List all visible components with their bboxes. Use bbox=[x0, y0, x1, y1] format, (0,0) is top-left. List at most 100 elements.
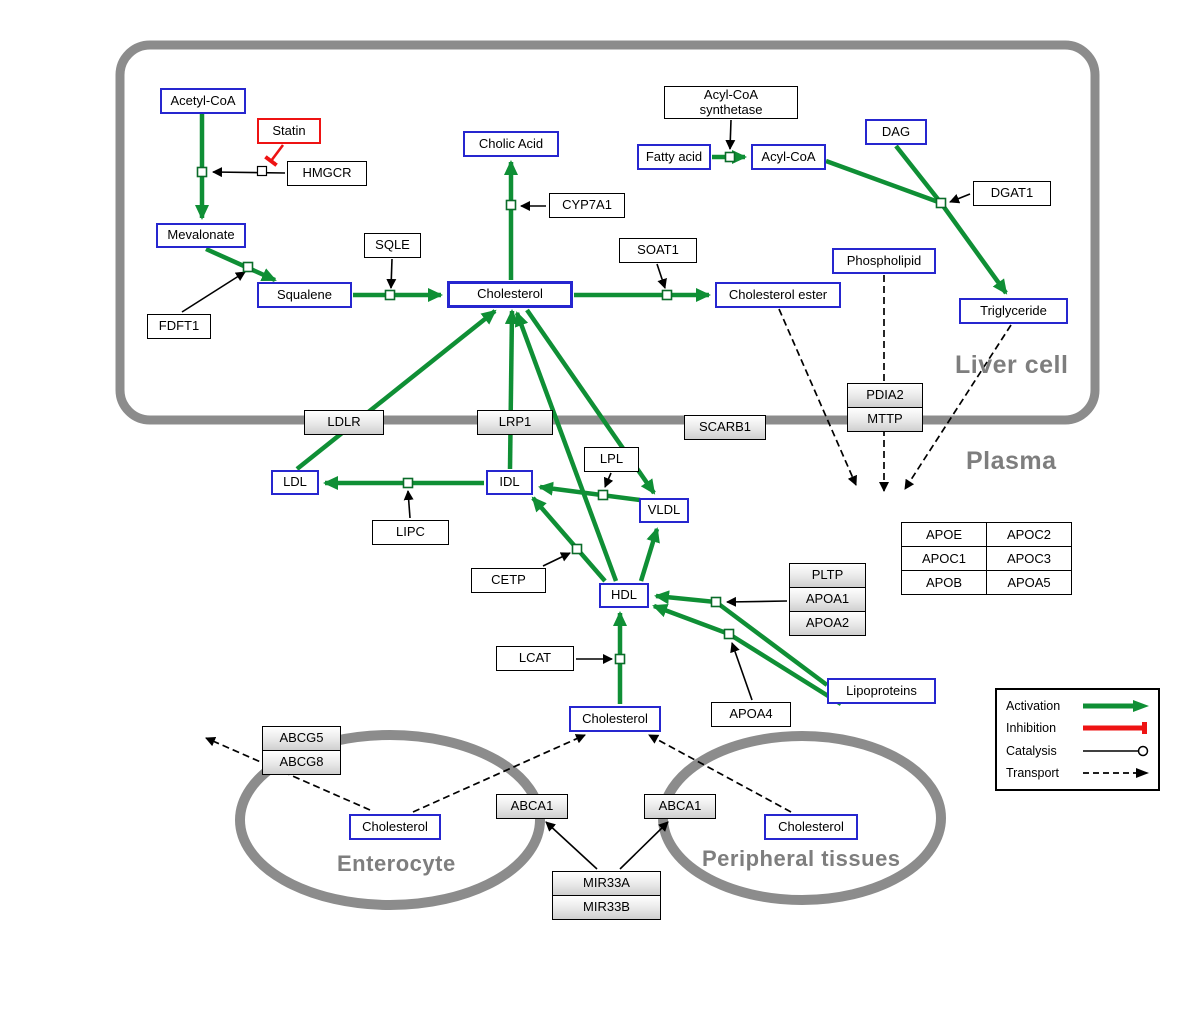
apo-table-cell-apoc1[interactable]: APOC1 bbox=[901, 546, 987, 571]
legend-row-catalysis: Catalysis bbox=[1006, 744, 1149, 758]
node-cholesterol-plasma[interactable]: Cholesterol bbox=[569, 706, 661, 732]
reaction-node bbox=[935, 197, 947, 209]
node-vldl[interactable]: VLDL bbox=[639, 498, 689, 523]
edge-peripheral-cholesterol-to-plasma bbox=[648, 734, 792, 813]
node-statin[interactable]: Statin bbox=[257, 118, 321, 144]
node-abcg5[interactable]: ABCG5 bbox=[262, 726, 341, 751]
apo-table-cell-apob[interactable]: APOB bbox=[901, 570, 987, 595]
reaction-node bbox=[571, 543, 583, 555]
node-ldl[interactable]: LDL bbox=[271, 470, 319, 495]
node-fdft1[interactable]: FDFT1 bbox=[147, 314, 211, 339]
edge-lpl-catalysis bbox=[603, 472, 614, 488]
apo-table-cell-apoc2[interactable]: APOC2 bbox=[986, 522, 1072, 547]
edge-dgat1-catalysis bbox=[949, 193, 971, 204]
node-cholesterol-ester[interactable]: Cholesterol ester bbox=[715, 282, 841, 308]
reaction-node bbox=[597, 489, 609, 501]
node-cholesterol-peripheral[interactable]: Cholesterol bbox=[764, 814, 858, 840]
node-dag[interactable]: DAG bbox=[865, 119, 927, 145]
legend-catalysis-label: Catalysis bbox=[1006, 743, 1057, 758]
node-cholic-acid[interactable]: Cholic Acid bbox=[463, 131, 559, 157]
node-cyp7a1[interactable]: CYP7A1 bbox=[549, 193, 625, 218]
node-lcat[interactable]: LCAT bbox=[496, 646, 574, 671]
legend-activation-label: Activation bbox=[1006, 699, 1061, 714]
plasma-label: Plasma bbox=[966, 447, 1057, 475]
node-hdl[interactable]: HDL bbox=[599, 583, 649, 608]
apolipoprotein-table: APOE APOC2 APOC1 APOC3 APOB APOA5 bbox=[901, 522, 1072, 595]
legend-transport-label: Transport bbox=[1006, 765, 1060, 780]
catalysis-anchor bbox=[256, 165, 268, 177]
node-fatty-acid[interactable]: Fatty acid bbox=[637, 144, 711, 170]
apo-table-cell-apoc3[interactable]: APOC3 bbox=[986, 546, 1072, 571]
edge-apoa-stack-catalysis bbox=[726, 596, 788, 607]
legend-inhibition-label: Inhibition bbox=[1006, 721, 1057, 736]
reaction-node bbox=[505, 199, 517, 211]
reaction-node bbox=[710, 596, 722, 608]
edge-hmgcr-catalysis bbox=[212, 167, 286, 178]
node-triglyceride[interactable]: Triglyceride bbox=[959, 298, 1068, 324]
edge-fdft1-catalysis bbox=[181, 271, 246, 313]
legend-row-inhibition: Inhibition bbox=[1006, 721, 1149, 735]
edge-mir33-to-abca1-enterocyte bbox=[545, 821, 598, 870]
node-abca1-peripheral[interactable]: ABCA1 bbox=[644, 794, 716, 819]
node-scarb1[interactable]: SCARB1 bbox=[684, 415, 766, 440]
node-dgat1[interactable]: DGAT1 bbox=[973, 181, 1051, 206]
reaction-node bbox=[402, 477, 414, 489]
node-idl[interactable]: IDL bbox=[486, 470, 533, 495]
peripheral-tissues-label: Peripheral tissues bbox=[702, 846, 901, 871]
node-mevalonate[interactable]: Mevalonate bbox=[156, 223, 246, 248]
edge-acylcoa-to-dgat1-node bbox=[825, 158, 942, 206]
node-hmgcr[interactable]: HMGCR bbox=[287, 161, 367, 186]
node-cholesterol-liver[interactable]: Cholesterol bbox=[447, 281, 573, 308]
node-abcg8[interactable]: ABCG8 bbox=[262, 750, 341, 775]
node-mir33a[interactable]: MIR33A bbox=[552, 871, 661, 896]
reaction-node bbox=[196, 166, 208, 178]
node-lipoproteins[interactable]: Lipoproteins bbox=[827, 678, 936, 704]
edge-soat1-catalysis bbox=[656, 263, 667, 289]
reaction-node bbox=[723, 628, 735, 640]
node-ldlr[interactable]: LDLR bbox=[304, 410, 384, 435]
node-soat1[interactable]: SOAT1 bbox=[619, 238, 697, 263]
node-apoa4[interactable]: APOA4 bbox=[711, 702, 791, 727]
edge-statin-inhibits-hmgcr bbox=[264, 144, 285, 167]
edge-lipc-catalysis bbox=[403, 490, 414, 519]
node-mir33b[interactable]: MIR33B bbox=[552, 895, 661, 920]
edge-sqle-catalysis bbox=[386, 258, 397, 289]
edge-dgat1node-to-triglyceride bbox=[939, 201, 1008, 295]
node-apoa1[interactable]: APOA1 bbox=[789, 587, 866, 612]
edge-vldl-to-idl bbox=[538, 481, 641, 503]
edge-mir33-to-abca1-peripheral bbox=[619, 821, 669, 870]
node-mttp[interactable]: MTTP bbox=[847, 407, 923, 432]
acyl-coa-synthetase-line1: Acyl-CoA bbox=[703, 86, 759, 102]
catalysis-circle-glyph bbox=[1083, 745, 1149, 756]
legend: Activation Inhibition Catalysis Transpor… bbox=[995, 688, 1160, 791]
reaction-node bbox=[614, 653, 626, 665]
node-cholesterol-enterocyte[interactable]: Cholesterol bbox=[349, 814, 441, 840]
node-phospholipid[interactable]: Phospholipid bbox=[832, 248, 936, 274]
edge-idl-to-liver-cholesterol bbox=[504, 309, 519, 470]
apo-table-cell-apoa5[interactable]: APOA5 bbox=[986, 570, 1072, 595]
node-pltp[interactable]: PLTP bbox=[789, 563, 866, 588]
node-acetyl-coa[interactable]: Acetyl-CoA bbox=[160, 88, 246, 114]
apo-table-cell-apoe[interactable]: APOE bbox=[901, 522, 987, 547]
liver-cell-membrane bbox=[115, 40, 1100, 425]
node-acyl-coa-synthetase[interactable]: Acyl-CoA synthetase bbox=[664, 86, 798, 119]
node-lpl[interactable]: LPL bbox=[584, 447, 639, 472]
reaction-node bbox=[724, 151, 736, 163]
node-pdia2[interactable]: PDIA2 bbox=[847, 383, 923, 408]
enterocyte-membrane bbox=[235, 730, 545, 910]
edge-ldl-to-liver-cholesterol bbox=[295, 309, 497, 471]
node-abca1-enterocyte[interactable]: ABCA1 bbox=[496, 794, 568, 819]
node-cetp[interactable]: CETP bbox=[471, 568, 546, 593]
node-lrp1[interactable]: LRP1 bbox=[477, 410, 553, 435]
edge-dag-to-dgat1-node bbox=[894, 144, 943, 205]
node-lipc[interactable]: LIPC bbox=[372, 520, 449, 545]
edge-cholesterol-ester-transport bbox=[778, 308, 857, 486]
edge-hdl-to-idl bbox=[531, 496, 607, 583]
node-sqle[interactable]: SQLE bbox=[364, 233, 421, 258]
liver-cell-label: Liver cell bbox=[955, 351, 1069, 379]
edge-cetp-catalysis bbox=[542, 552, 571, 567]
legend-row-activation: Activation bbox=[1006, 699, 1149, 713]
node-squalene[interactable]: Squalene bbox=[257, 282, 352, 308]
node-acyl-coa[interactable]: Acyl-CoA bbox=[751, 144, 826, 170]
node-apoa2[interactable]: APOA2 bbox=[789, 611, 866, 636]
